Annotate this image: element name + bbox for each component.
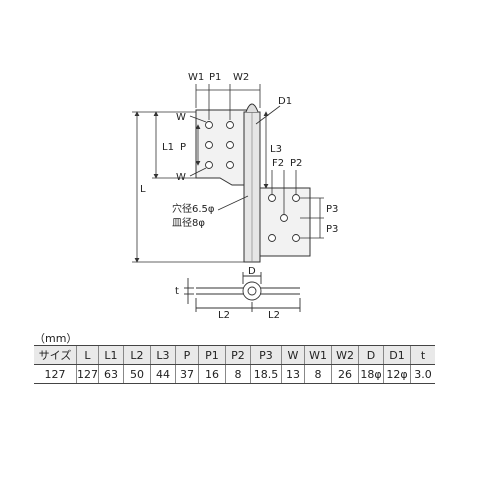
label-p3-bottom: P3 <box>326 224 338 235</box>
col-header: L1 <box>98 345 124 365</box>
pin-cap <box>245 103 259 113</box>
label-w-bottom: W <box>176 172 186 183</box>
table-cell: 8 <box>304 364 332 384</box>
table-cell: 127 <box>76 364 99 384</box>
label-p: P <box>180 142 186 153</box>
col-header: P <box>175 345 199 365</box>
label-d1: D1 <box>278 96 292 107</box>
dimension-table: サイズ L L1 L2 L3 P P1 P2 P3 W W1 W2 D D1 t… <box>34 345 435 384</box>
table-cell: 18.5 <box>250 364 282 384</box>
table-cell: 8 <box>225 364 251 384</box>
col-header: サイズ <box>34 345 77 365</box>
table-cell: 3.0 <box>410 364 435 384</box>
col-header: t <box>410 345 435 365</box>
col-header: L2 <box>123 345 151 365</box>
label-f2: F2 <box>272 158 284 169</box>
section-view <box>184 272 301 312</box>
label-hole-diameter: 穴径6.5φ <box>172 202 215 215</box>
label-dish-diameter: 皿径8φ <box>172 216 205 229</box>
col-header: D1 <box>383 345 411 365</box>
col-header: W1 <box>304 345 332 365</box>
table-cell: 18φ <box>358 364 384 384</box>
table-cell: 13 <box>281 364 305 384</box>
label-l2-left: L2 <box>218 310 230 320</box>
table-cell: 16 <box>198 364 226 384</box>
col-header: P3 <box>250 345 282 365</box>
table-row: 127 127 63 50 44 37 16 8 18.5 13 8 26 18… <box>34 364 435 384</box>
col-header: P2 <box>225 345 251 365</box>
label-w1: W1 <box>188 72 204 83</box>
label-p1: P1 <box>209 72 221 83</box>
unit-label: （mm） <box>34 332 78 345</box>
col-header: L3 <box>150 345 176 365</box>
label-p3-top: P3 <box>326 204 338 215</box>
label-p2: P2 <box>290 158 302 169</box>
label-w-top: W <box>176 112 186 123</box>
col-header: L <box>76 345 99 365</box>
table-cell: 127 <box>34 364 77 384</box>
label-l2-right: L2 <box>268 310 280 320</box>
table-cell: 44 <box>150 364 176 384</box>
table-cell: 63 <box>98 364 124 384</box>
table-header-row: サイズ L L1 L2 L3 P P1 P2 P3 W W1 W2 D D1 t <box>34 345 435 365</box>
lower-screw-holes <box>268 194 300 242</box>
label-l1: L1 <box>162 142 174 153</box>
hinge-technical-drawing: W1 P1 W2 D1 W L1 P L3 F2 P2 W L P3 穴径6.5… <box>132 72 338 320</box>
table-cell: 26 <box>331 364 359 384</box>
table-cell: 37 <box>175 364 199 384</box>
table-cell: 50 <box>123 364 151 384</box>
upper-screw-holes <box>205 121 234 169</box>
label-d: D <box>248 266 256 277</box>
col-header: D <box>358 345 384 365</box>
label-w2: W2 <box>233 72 249 83</box>
table-cell: 12φ <box>383 364 411 384</box>
label-l3: L3 <box>270 144 282 155</box>
col-header: W2 <box>331 345 359 365</box>
label-t: t <box>175 286 179 297</box>
col-header: W <box>281 345 305 365</box>
col-header: P1 <box>198 345 226 365</box>
label-l: L <box>140 184 146 195</box>
